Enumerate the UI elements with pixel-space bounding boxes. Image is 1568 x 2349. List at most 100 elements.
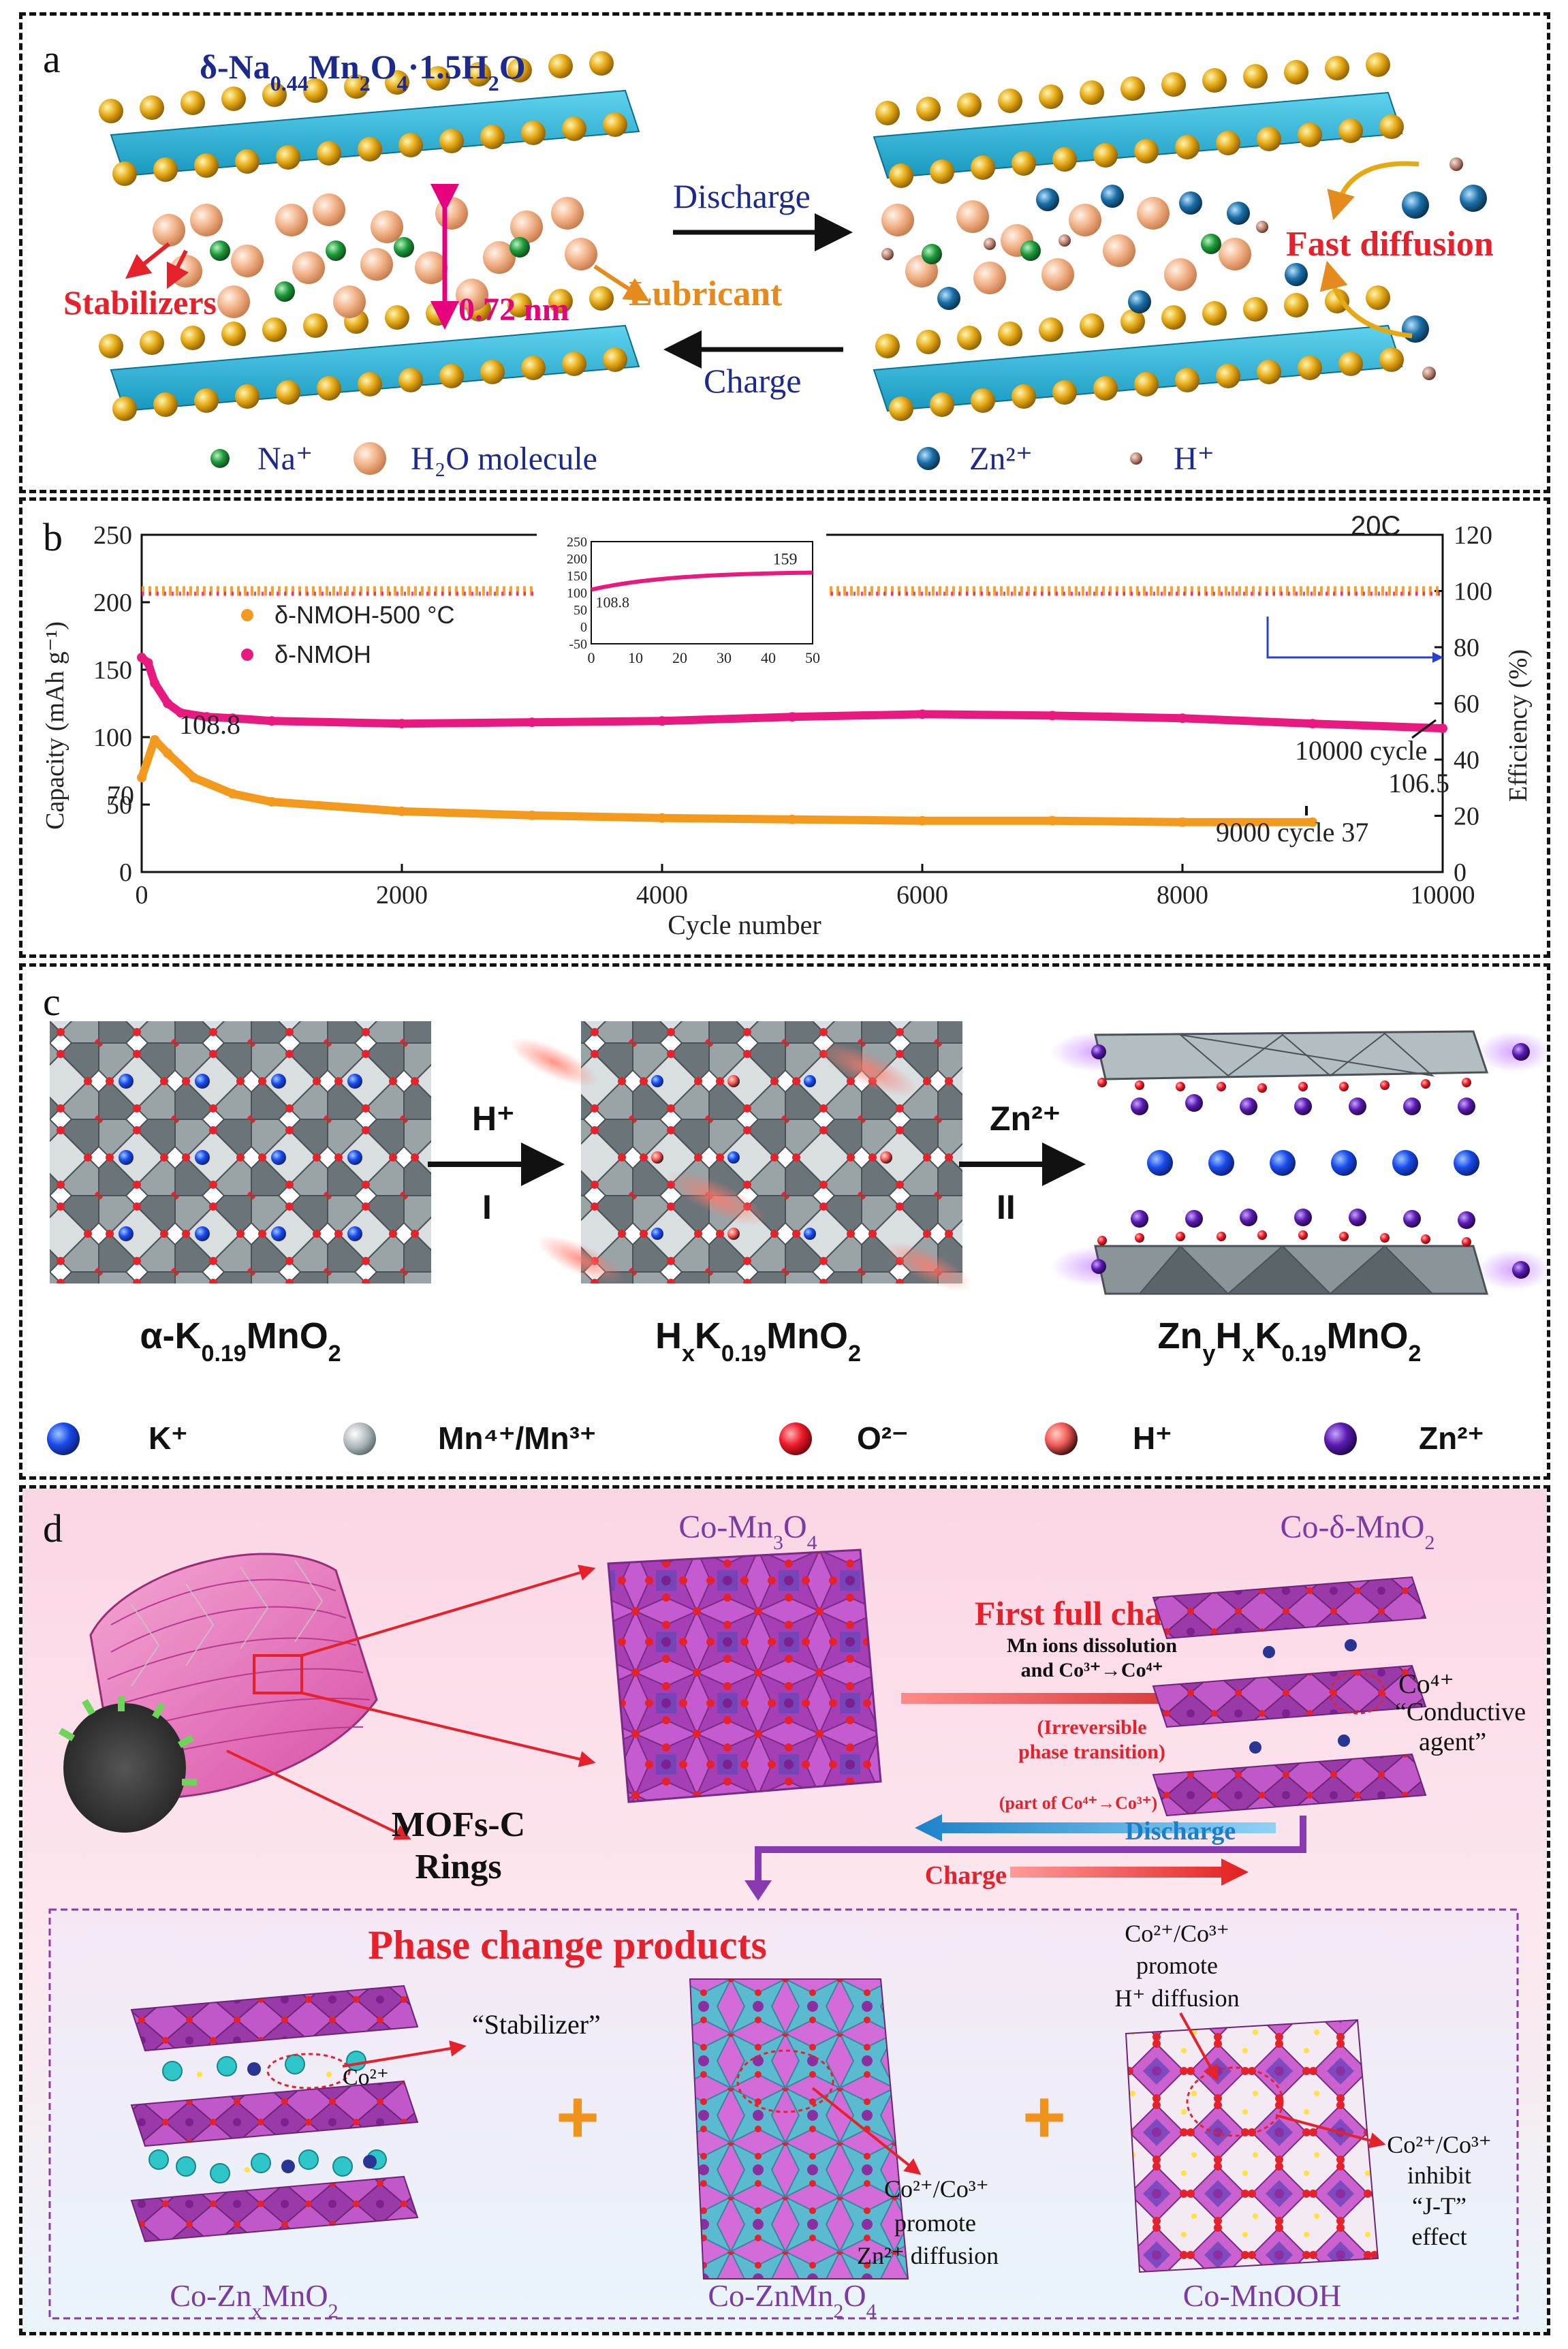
data-point — [657, 813, 667, 823]
data-point — [918, 709, 927, 719]
data-point — [202, 712, 212, 722]
data-point — [787, 814, 797, 824]
alpha-k-mno2-structure — [50, 1021, 431, 1284]
zny-hx-k-mno2-structure — [1051, 1030, 1547, 1295]
promote-zn-line3: Zn²⁺ diffusion — [857, 2242, 999, 2269]
data-point — [176, 708, 186, 718]
legend-h: H⁺ — [1133, 1420, 1172, 1456]
co-znx-mno2-structure — [130, 1985, 467, 2243]
hx-k-mno2-structure — [509, 1021, 973, 1291]
inset-x-tick-label: 0 — [588, 649, 595, 666]
inset-frame — [591, 541, 813, 644]
x-tick-label: 10000 — [1411, 881, 1475, 909]
mofs-c-rings-tube — [58, 1553, 596, 1840]
data-point — [787, 712, 797, 722]
data-point — [143, 658, 153, 668]
first-charge-arrow — [901, 1685, 1283, 1712]
co-mnooh-structure — [1125, 2012, 1386, 2273]
panel-d-label: d — [43, 1506, 63, 1551]
charge-label: Charge — [704, 362, 801, 400]
annotation-end-nmoh-value: 106.5 — [1388, 768, 1449, 798]
stabilizer-arrow-2 — [166, 249, 189, 290]
promote-h-line1: Co²⁺/Co³⁺ — [1125, 1920, 1229, 1947]
discharge-label: Discharge — [673, 177, 811, 215]
inset-x-tick-label: 20 — [672, 649, 687, 666]
annotation-start-nmoh: 108.8 — [179, 709, 240, 740]
inset-y-tick-label: 50 — [574, 603, 587, 618]
panel-c-legend: K⁺ Mn⁴⁺/Mn³⁺ O²⁻ H⁺ Zn²⁺ — [47, 1420, 1484, 1456]
mn-dissolution-line2: and Co³⁺→Co⁴⁺ — [1021, 1659, 1163, 1681]
panel-a-label: a — [43, 37, 61, 81]
conductive-line1: “Conductive — [1395, 1698, 1526, 1726]
data-point — [1178, 817, 1187, 827]
y-tick-label: 50 — [106, 791, 132, 820]
legend-o: O²⁻ — [857, 1420, 908, 1456]
fast-diffusion-label: Fast diffusion — [1286, 225, 1494, 264]
inhibit-line1: Co²⁺/Co³⁺ — [1387, 2131, 1492, 2158]
part-of-label: (part of Co⁴⁺→Co³⁺) — [999, 1793, 1157, 1813]
legend-zn: Zn²⁺ — [1419, 1420, 1484, 1456]
outside-ions — [1402, 157, 1487, 380]
legend-label-nmoh: δ-NMOH — [275, 640, 371, 668]
panel-a-diagram: 0.72 nm Stabilizers Lubricant δ-Na0.44Mn… — [63, 48, 1494, 477]
inset-x-tick-label: 10 — [628, 649, 643, 666]
rings-label: Rings — [415, 1848, 501, 1886]
data-point — [150, 678, 160, 688]
data-point — [397, 806, 407, 816]
x-axis-title: Cycle number — [668, 909, 821, 940]
co-znmn2o4-structure — [689, 1978, 922, 2280]
end-nmoh-arrow — [1411, 719, 1437, 739]
y-axis-title: Capacity (mAh g⁻¹) — [41, 621, 69, 830]
data-point — [918, 815, 927, 826]
series-line-0 — [138, 735, 1317, 826]
irreversible-line1: (Irreversible — [1037, 1716, 1146, 1739]
panel-d: d MOFs-C Rings Co-Mn3O4 First full charg… — [19, 1485, 1550, 2335]
x-tick-label: 8000 — [1157, 881, 1208, 909]
fast-diffusion-arrow-bottom — [1319, 260, 1413, 339]
promote-h-line3: H⁺ diffusion — [1114, 1985, 1239, 2012]
right-bottom-mn-layer — [873, 285, 1404, 421]
inhibit-line2: inhibit — [1407, 2162, 1471, 2189]
y-tick-label: 150 — [93, 656, 132, 685]
promote-zn-line1: Co²⁺/Co³⁺ — [884, 2175, 989, 2203]
data-point — [527, 810, 537, 820]
data-point — [228, 789, 238, 799]
plus-2: + — [1022, 2075, 1066, 2159]
legend-h: H⁺ — [1174, 441, 1214, 477]
inset-x-tick-label: 40 — [761, 649, 776, 666]
co-d-mno2-structure — [1152, 1576, 1427, 1817]
right-top-mn-layer — [873, 52, 1404, 188]
co-mn3o4-structure — [607, 1549, 882, 1803]
inhibit-line4: effect — [1411, 2223, 1467, 2250]
y-tick-label: 100 — [93, 724, 132, 752]
x-tick-label: 0 — [136, 881, 148, 909]
data-point — [657, 716, 667, 726]
panel-d-diagram: d MOFs-C Rings Co-Mn3O4 First full charg… — [22, 1489, 1547, 2332]
panel-c-diagram: H⁺ I Zn²⁺ II — [47, 1021, 1547, 1456]
data-point — [527, 717, 537, 728]
lubricant-arrow — [593, 264, 650, 302]
y-tick-label: 200 — [93, 589, 132, 617]
legend-marker-500 — [241, 609, 253, 621]
y-right-tick-label: 0 — [1454, 858, 1467, 887]
inset-y-tick-label: 0 — [580, 620, 587, 635]
data-point — [137, 653, 146, 663]
annotation-end-nmoh-cycle: 10000 cycle — [1295, 735, 1427, 766]
inset-y-tick-label: 200 — [567, 552, 587, 567]
data-point — [1048, 711, 1057, 721]
y-tick-label: 250 — [93, 521, 132, 550]
discharge-arrow — [915, 1814, 1276, 1841]
charge-arrow — [1010, 1858, 1249, 1886]
data-point — [163, 698, 173, 709]
step1-ion: H⁺ — [472, 1100, 515, 1138]
step2-number: II — [997, 1188, 1016, 1226]
inhibit-line3: “J-T” — [1412, 2192, 1467, 2220]
left-top-mn-layer — [99, 51, 640, 186]
irreversible-line2: phase transition) — [1018, 1741, 1165, 1763]
data-point — [1308, 719, 1317, 729]
inset-y-tick-label: 100 — [567, 586, 587, 601]
legend-marker-nmoh — [241, 649, 253, 661]
panel-c: c H⁺ I — [19, 963, 1550, 1480]
data-point — [189, 773, 199, 783]
